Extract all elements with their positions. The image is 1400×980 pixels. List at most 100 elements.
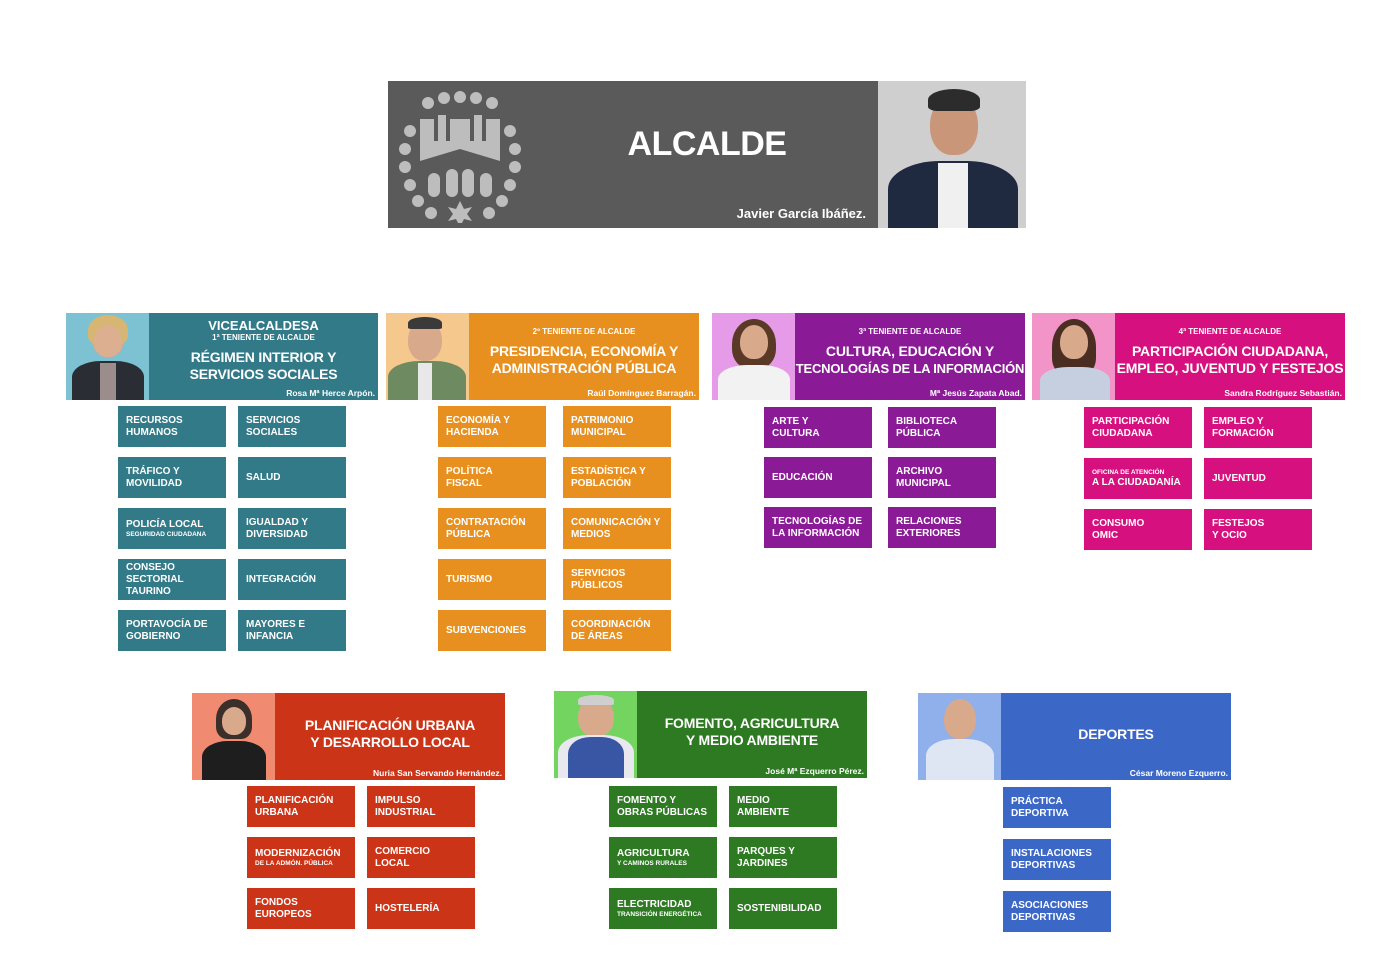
item-label-line1: SUBVENCIONES: [446, 624, 527, 636]
item-label-line2: DIVERSIDAD: [246, 528, 308, 540]
item-label-line2: MUNICIPAL: [571, 426, 626, 438]
councillor-photo: [1032, 313, 1115, 400]
item-label-line1: CONSUMO: [1092, 517, 1145, 529]
item-label-line2: A LA CIUDADANÍA: [1092, 476, 1181, 488]
section-box: INTEGRACIÓN: [238, 559, 346, 600]
item-label-line1: SALUD: [246, 471, 281, 483]
area-role: VICEALCALDESA: [208, 318, 319, 333]
area-department-line2: EMPLEO, JUVENTUD Y FESTEJOS: [1116, 360, 1344, 376]
item-label-line2: TAURINO: [126, 585, 171, 597]
area-department-line2: Y MEDIO AMBIENTE: [685, 732, 819, 748]
item-label-line2: DEPORTIVAS: [1011, 911, 1076, 923]
item-label-line1: CONSEJO SECTORIAL: [126, 561, 184, 585]
item-label-line1: MODERNIZACIÓN: [255, 847, 341, 859]
item-label-line1: TURISMO: [446, 573, 493, 585]
area-department-line2: SERVICIOS SOCIALES: [189, 366, 338, 382]
councillor-photo: [192, 693, 275, 780]
item-label-small: DE LA ADMÓN. PÚBLICA: [255, 859, 333, 867]
item-label-line1: COMERCIO: [375, 845, 430, 857]
item-label-line1: SOSTENIBILIDAD: [737, 902, 822, 914]
item-label-line1: PRÁCTICA: [1011, 795, 1063, 807]
item-label-line1: RECURSOS: [126, 414, 183, 426]
councillor-photo: [918, 693, 1001, 780]
section-box: JUVENTUD: [1204, 458, 1312, 499]
item-label-line1: AGRICULTURA: [617, 847, 690, 859]
item-label-line2: HACIENDA: [446, 426, 499, 438]
item-label-line1: BIBLIOTECA: [896, 415, 958, 427]
item-label-line2: LOCAL: [375, 857, 410, 869]
item-label-line1: FONDOS: [255, 896, 298, 908]
item-label-line2: PÚBLICOS: [571, 579, 623, 591]
councillor-name: César Moreno Ezquerro.: [1129, 768, 1228, 778]
item-label-line1: MAYORES E: [246, 618, 306, 630]
item-label-line2: OMIC: [1092, 529, 1119, 541]
item-label-line1: RELACIONES: [896, 515, 962, 527]
area-department-line1: FOMENTO, AGRICULTURA: [664, 715, 840, 731]
item-label-line2: PÚBLICA: [446, 528, 491, 540]
item-label-line2: INFANCIA: [246, 630, 294, 642]
mayor-title: ALCALDE: [627, 125, 787, 163]
area-department-line1: RÉGIMEN INTERIOR Y: [190, 349, 337, 365]
item-label-line1: POLÍTICA: [446, 465, 493, 477]
councillor-photo: [712, 313, 795, 400]
item-label-line2: SOCIALES: [246, 426, 298, 438]
item-label-line2: INDUSTRIAL: [375, 806, 436, 818]
item-label-line2: DEPORTIVA: [1011, 807, 1069, 819]
mayor-photo: [878, 81, 1026, 228]
item-label-line2: OBRAS PÚBLICAS: [617, 806, 708, 818]
section-box: TURISMO: [438, 559, 546, 600]
section-box: SALUD: [238, 457, 346, 498]
item-label-line2: LA INFORMACIÓN: [772, 527, 860, 539]
item-label-line1: INTEGRACIÓN: [246, 573, 316, 585]
item-label-line2: MUNICIPAL: [896, 477, 951, 489]
councillor-photo: [554, 691, 637, 778]
area-department-line2: ADMINISTRACIÓN PÚBLICA: [491, 360, 677, 376]
item-label-line2: CIUDADANA: [1092, 427, 1153, 439]
item-label-line1: MEDIO: [737, 794, 770, 806]
item-label-line1: FESTEJOS: [1212, 517, 1265, 529]
item-label-line1: COMUNICACIÓN Y: [571, 516, 661, 528]
area-department-line1: PLANIFICACIÓN URBANA: [304, 717, 476, 733]
area-rank: 2º TENIENTE DE ALCALDE: [532, 327, 636, 336]
item-label-line2: AMBIENTE: [737, 806, 790, 818]
item-label-small: Y CAMINOS RURALES: [617, 859, 687, 867]
item-label-line1: ARTE Y: [772, 415, 809, 427]
area-department-line2: TECNOLOGÍAS DE LA INFORMACIÓN: [795, 361, 1025, 376]
item-label-small: SEGURIDAD CIUDADANA: [126, 530, 207, 538]
section-box: HOSTELERÍA: [367, 888, 475, 929]
item-label-line1: CONTRATACIÓN: [446, 516, 526, 528]
section-box: SUBVENCIONES: [438, 610, 546, 651]
item-label-line2: FORMACIÓN: [1212, 427, 1274, 439]
item-label-line1: FOMENTO Y: [617, 794, 677, 806]
item-label-line1: ELECTRICIDAD: [617, 898, 692, 910]
area-rank: 1ª TENIENTE DE ALCALDE: [212, 333, 315, 342]
councillor-name: Nuria San Servando Hernández.: [373, 768, 502, 778]
mayor-card: ALCALDE Javier García Ibáñez.: [388, 81, 1026, 228]
item-label-line2: DEPORTIVAS: [1011, 859, 1076, 871]
item-label-line1: ESTADÍSTICA Y: [571, 465, 646, 477]
